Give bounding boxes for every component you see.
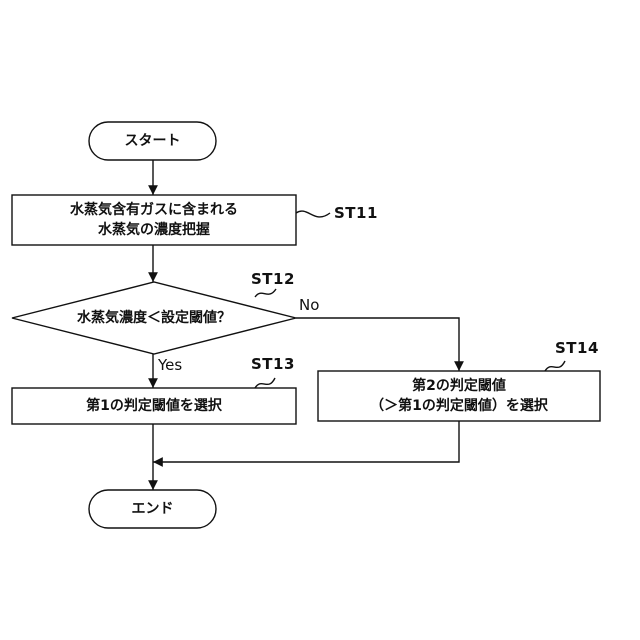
step13-label-text: 第1の判定閾値を選択 (86, 396, 222, 416)
step14-line1: 第2の判定閾値 (412, 376, 506, 396)
no-branch-label: No (299, 296, 319, 314)
st13-label: ST13 (251, 355, 295, 373)
step14-line2: （＞第1の判定閾値）を選択 (370, 396, 548, 416)
leader-st12 (255, 289, 276, 297)
step11-line1: 水蒸気含有ガスに含まれる (70, 200, 238, 220)
end-label: エンド (89, 490, 216, 528)
step14-text: 第2の判定閾値 （＞第1の判定閾値）を選択 (318, 371, 600, 421)
decision12-text: 水蒸気濃度＜設定閾値？ (12, 304, 296, 332)
leader-st13 (255, 378, 275, 388)
step13-text: 第1の判定閾値を選択 (12, 388, 296, 424)
yes-branch-label: Yes (158, 356, 182, 374)
st11-label: ST11 (334, 204, 378, 222)
start-text: スタート (125, 131, 181, 151)
arrow-no-to-step14 (296, 318, 459, 371)
leader-st14 (545, 361, 565, 371)
end-text: エンド (132, 499, 174, 519)
decision12-question: 水蒸気濃度＜設定閾値？ (77, 308, 231, 328)
st14-label: ST14 (555, 339, 599, 357)
arrow-step14-merge (153, 421, 459, 462)
step11-text: 水蒸気含有ガスに含まれる 水蒸気の濃度把握 (12, 195, 296, 245)
leader-st11 (296, 211, 330, 217)
start-label: スタート (89, 122, 216, 160)
step11-line2: 水蒸気の濃度把握 (98, 220, 210, 240)
st12-label: ST12 (251, 270, 295, 288)
